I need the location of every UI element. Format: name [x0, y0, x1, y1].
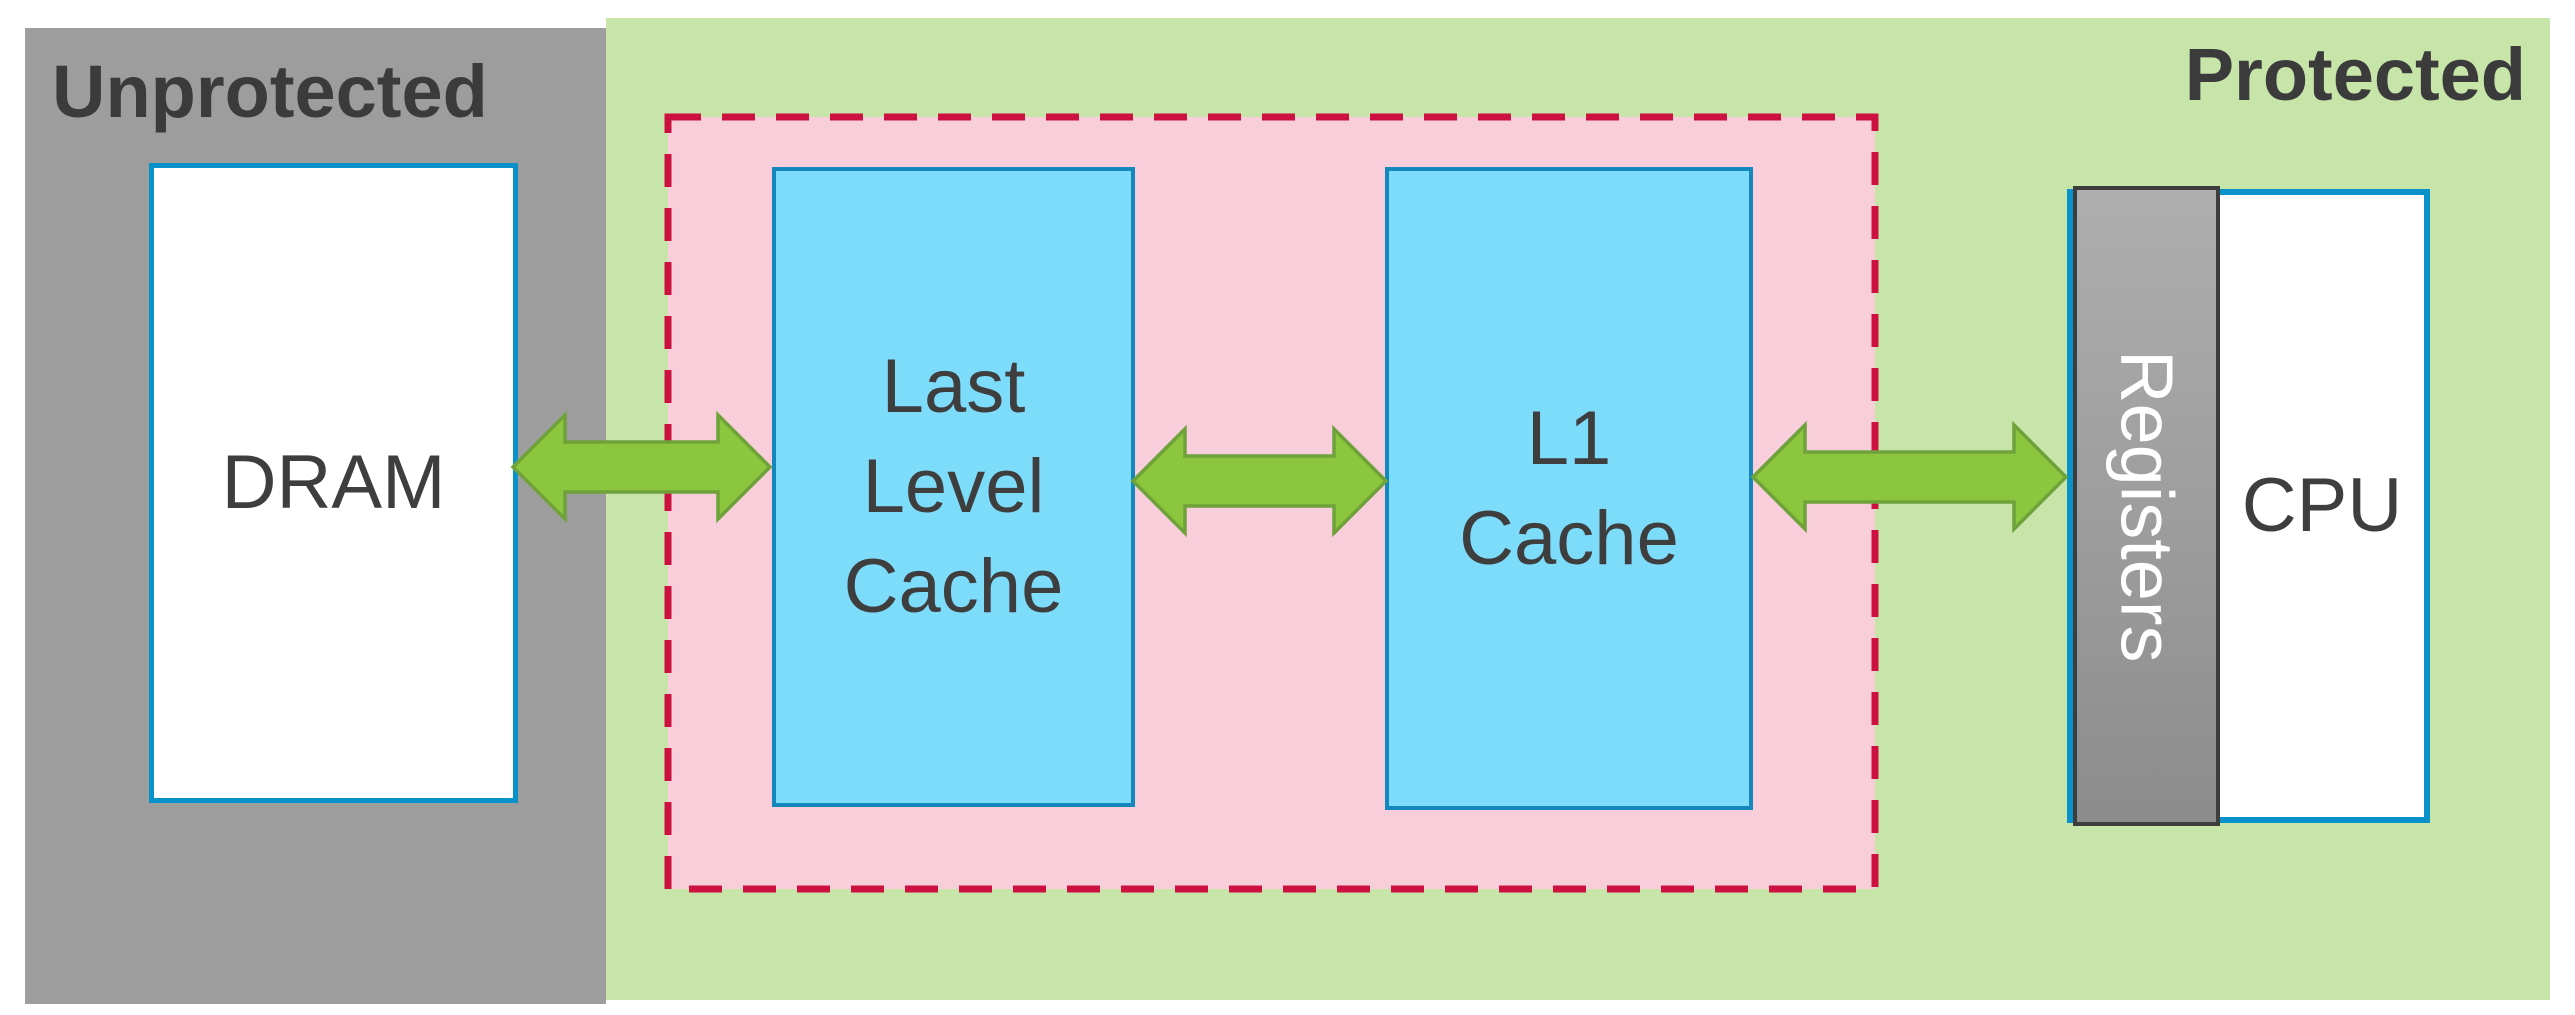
- cpu-label-area: CPU: [2220, 195, 2424, 817]
- registers-box: Registers: [2073, 186, 2220, 826]
- last-level-cache-label: Last Level Cache: [843, 344, 1064, 629]
- dram-llc-arrow-icon: [510, 410, 773, 524]
- l1-registers-arrow-icon: [1750, 420, 2069, 534]
- l1-cache-box: L1 Cache: [1385, 167, 1753, 810]
- cpu-label: CPU: [2241, 463, 2403, 548]
- l1-cache-label: L1 Cache: [1459, 395, 1679, 581]
- llc-l1-arrow-icon: [1130, 424, 1389, 538]
- dram-box: DRAM: [149, 163, 518, 803]
- last-level-cache-box: Last Level Cache: [772, 167, 1135, 807]
- protected-region-label: Protected: [2184, 33, 2526, 116]
- registers-label: Registers: [2105, 349, 2189, 663]
- dram-label: DRAM: [221, 440, 446, 525]
- unprotected-region-label: Unprotected: [52, 50, 488, 133]
